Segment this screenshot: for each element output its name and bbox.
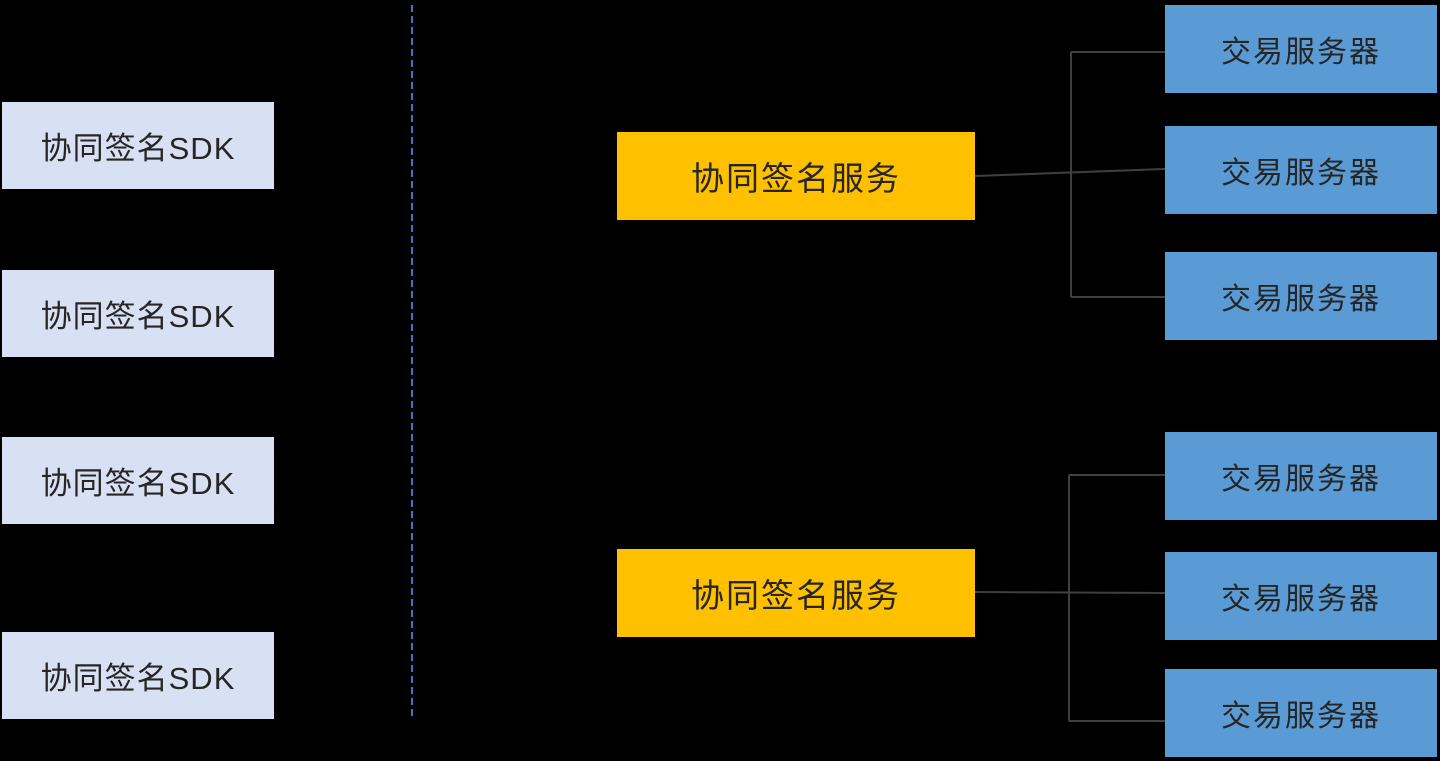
signing-service-node-2: 协同签名服务 <box>617 549 975 637</box>
transaction-server-node-6: 交易服务器 <box>1165 669 1437 757</box>
signing-service-node-1: 协同签名服务 <box>617 132 975 220</box>
transaction-server-node-3: 交易服务器 <box>1165 252 1437 340</box>
sdk-node-2: 协同签名SDK <box>2 270 274 357</box>
transaction-server-node-4: 交易服务器 <box>1165 432 1437 520</box>
connector-group-top <box>974 51 1166 298</box>
sdk-node-3: 协同签名SDK <box>2 437 274 524</box>
transaction-server-node-1: 交易服务器 <box>1165 5 1437 93</box>
connector-group-bottom <box>974 474 1166 722</box>
sdk-node-1: 协同签名SDK <box>2 102 274 189</box>
transaction-server-node-5: 交易服务器 <box>1165 552 1437 640</box>
transaction-server-node-2: 交易服务器 <box>1165 126 1437 214</box>
sdk-node-4: 协同签名SDK <box>2 632 274 719</box>
